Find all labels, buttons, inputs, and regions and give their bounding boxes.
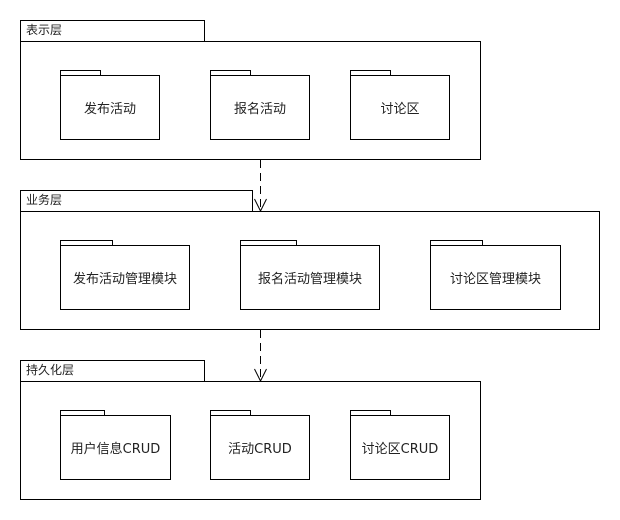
module-label: 报名活动管理模块 [257,272,362,287]
layer-label: 业务层 [26,193,63,207]
module-label: 用户信息CRUD [70,442,161,457]
module-label: 活动CRUD [228,442,292,457]
module-register-activity[interactable]: 报名活动 [210,75,310,140]
module-activity-crud[interactable]: 活动CRUD [210,415,310,480]
module-discussion-mgmt[interactable]: 讨论区管理模块 [430,245,561,310]
module-publish-activity-mgmt[interactable]: 发布活动管理模块 [60,245,190,310]
module-label: 讨论区CRUD [361,442,439,457]
module-user-crud[interactable]: 用户信息CRUD [60,415,171,480]
module-label: 讨论区 [380,102,420,117]
dependency-arrow-presentation-to-business [254,160,267,213]
module-discussion[interactable]: 讨论区 [350,75,450,140]
layer-label: 表示层 [26,23,63,37]
module-label: 发布活动 [83,102,136,117]
module-discussion-crud[interactable]: 讨论区CRUD [350,415,450,480]
layer-label: 持久化层 [26,363,75,377]
module-register-activity-mgmt[interactable]: 报名活动管理模块 [240,245,380,310]
module-label: 讨论区管理模块 [449,272,541,287]
dependency-arrow-business-to-persistence [254,330,267,383]
module-publish-activity[interactable]: 发布活动 [60,75,160,140]
module-label: 报名活动 [233,102,286,117]
module-label: 发布活动管理模块 [72,272,177,287]
